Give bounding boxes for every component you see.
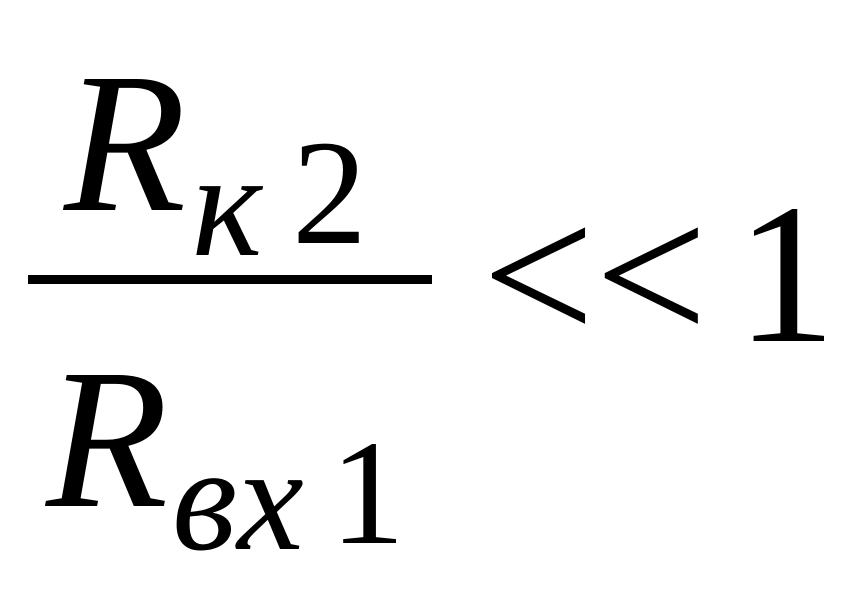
right-hand-side-value: 1	[736, 164, 836, 385]
denominator-subscript-letter: вх	[172, 416, 304, 582]
denominator-subscript-digit: 1	[330, 410, 405, 576]
much-less-than-relation: <<	[482, 165, 708, 386]
denominator-base: R	[46, 329, 169, 550]
numerator-subscript-letter: к	[192, 122, 263, 288]
numerator-subscript-digit: 2	[292, 110, 367, 276]
numerator-base: R	[64, 33, 187, 254]
fraction-bar	[28, 275, 432, 284]
